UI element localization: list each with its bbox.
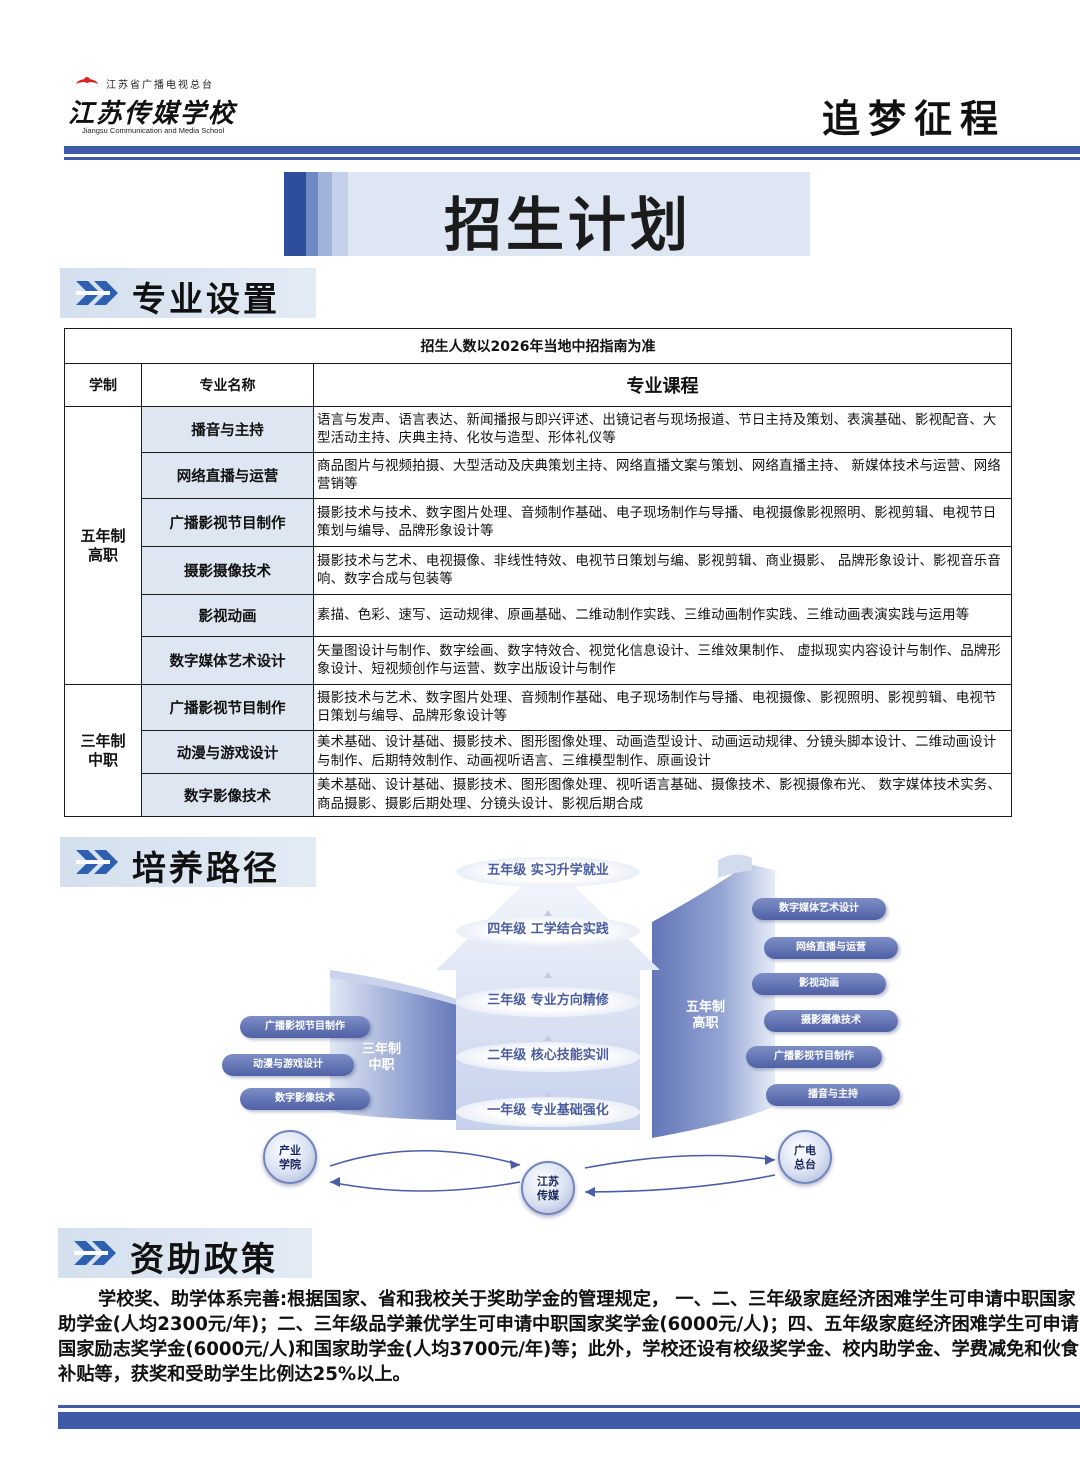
logo-school-name: 江苏传媒学校	[68, 99, 237, 129]
page-title: 招生计划	[444, 191, 693, 259]
cell-courses: 摄影技术与技术、数字图片处理、音频制作基础、电子现场制作与导播、电视摄像影视照明…	[313, 498, 1012, 547]
header-rule-thin	[64, 157, 1080, 160]
header-major: 专业名称	[141, 363, 314, 407]
pill-film-animation: 影视动画	[752, 973, 886, 995]
cell-major: 数字媒体艺术设计	[141, 636, 314, 685]
pill-animation-game: 动漫与游戏设计	[222, 1054, 354, 1076]
section-title-majors: 专业设置	[132, 280, 280, 320]
section-title-pathway: 培养路径	[132, 849, 280, 889]
aid-policy-text: 学校奖、助学体系完善:根据国家、省和我校关于奖助学金的管理规定， 一、二、三年级…	[58, 1287, 1080, 1387]
stage-grade-5: 五年级 实习升学就业	[456, 857, 640, 887]
pill-live-streaming: 网络直播与运营	[764, 937, 898, 959]
table-row: 网络直播与运营商品图片与视频拍摄、大型活动及庆典策划主持、网络直播文案与策划、网…	[65, 452, 1012, 499]
table-row: 动漫与游戏设计美术基础、设计基础、摄影技术、图形图像处理、动画造型设计、动画运动…	[65, 730, 1012, 774]
table-row: 广播影视节目制作摄影技术与技术、数字图片处理、音频制作基础、电子现场制作与导播、…	[65, 498, 1012, 547]
table-row: 摄影摄像技术摄影技术与艺术、电视摄像、非线性特效、电视节日策划与编、影视剪辑、商…	[65, 546, 1012, 595]
cell-major: 摄影摄像技术	[141, 546, 314, 595]
cell-major: 网络直播与运营	[141, 452, 314, 499]
cell-courses: 摄影技术与艺术、电视摄像、非线性特效、电视节日策划与编、影视剪辑、商业摄影、 品…	[313, 546, 1012, 595]
footer-rule-thick	[58, 1412, 1080, 1429]
section-header-aid: 资助政策	[58, 1228, 312, 1280]
header-courses: 专业课程	[313, 363, 1012, 407]
cell-major: 播音与主持	[141, 406, 314, 453]
pill-broadcast-production: 广播影视节目制作	[240, 1016, 370, 1038]
table-row: 三年制 中职广播影视节目制作摄影技术与艺术、数字图片处理、音频制作基础、电子现场…	[64, 684, 1012, 817]
table-row: 数字媒体艺术设计矢量图设计与制作、数字绘画、数字特效合、视觉化信息设计、三维效果…	[65, 636, 1012, 685]
double-arrow-icon	[74, 1241, 116, 1265]
node-jiangsu-media: 江苏 传媒	[521, 1161, 575, 1215]
section-header-majors: 专业设置	[60, 268, 316, 320]
table-body: 五年制 高职播音与主持语言与发声、语言表达、新闻播报与即兴评述、出镜记者与现场报…	[64, 406, 1012, 817]
cell-courses: 美术基础、设计基础、摄影技术、图形图像处理、视听语言基础、摄像技术、影视摄像布光…	[313, 773, 1012, 817]
header-rule-thick	[64, 146, 1080, 154]
section-title-aid: 资助政策	[130, 1240, 278, 1280]
pill-broadcast-production-5yr: 广播影视节目制作	[746, 1046, 882, 1068]
broadcast-logo-icon	[76, 76, 98, 91]
cell-courses: 商品图片与视频拍摄、大型活动及庆典策划主持、网络直播文案与策划、网络直播主持、 …	[313, 452, 1012, 499]
cell-level: 五年制 高职	[64, 406, 142, 685]
title-banner: 招生计划	[284, 172, 810, 259]
node-broadcast-group: 广电 总台	[778, 1130, 832, 1184]
stage-grade-1: 一年级 专业基础强化	[456, 1097, 640, 1127]
node-industry-college: 产业 学院	[263, 1130, 317, 1184]
pill-broadcasting-hosting: 播音与主持	[766, 1084, 900, 1106]
table-note: 招生人数以2026年当地中招指南为准	[64, 328, 1012, 364]
major-course-table: 招生人数以2026年当地中招指南为准 学制 专业名称 专业课程 五年制 高职播音…	[64, 328, 1012, 817]
stage-grade-2: 二年级 核心技能实训	[456, 1042, 640, 1072]
table-row: 影视动画素描、色彩、速写、运动规律、原画基础、二维动制作实践、三维动画制作实践、…	[65, 594, 1012, 637]
cell-courses: 摄影技术与艺术、数字图片处理、音频制作基础、电子现场制作与导播、电视摄像、影视照…	[313, 684, 1012, 731]
label-five-year: 五年制 高职	[686, 1000, 726, 1031]
stage-grade-4: 四年级 工学结合实践	[456, 916, 640, 946]
page-header: 江苏省广播电视总台 江苏传媒学校 Jiangsu Communication a…	[0, 0, 1080, 170]
cell-level: 三年制 中职	[64, 684, 142, 817]
school-logo: 江苏省广播电视总台 江苏传媒学校 Jiangsu Communication a…	[68, 76, 268, 136]
pill-photography: 摄影摄像技术	[764, 1010, 898, 1032]
aid-policy-body: 学校奖、助学体系完善:根据国家、省和我校关于奖助学金的管理规定， 一、二、三年级…	[58, 1289, 1079, 1385]
cell-courses: 语言与发声、语言表达、新闻播报与即兴评述、出镜记者与现场报道、节日主持及策划、表…	[313, 406, 1012, 453]
logo-english-name: Jiangsu Communication and Media School	[82, 126, 225, 135]
section-header-pathway: 培养路径	[60, 837, 316, 889]
cell-major: 广播影视节目制作	[141, 684, 314, 731]
cell-courses: 素描、色彩、速写、运动规律、原画基础、二维动制作实践、三维动画制作实践、三维动画…	[313, 594, 1012, 637]
double-arrow-icon	[76, 281, 118, 305]
table-row: 五年制 高职播音与主持语言与发声、语言表达、新闻播报与即兴评述、出镜记者与现场报…	[64, 406, 1012, 685]
cell-major: 影视动画	[141, 594, 314, 637]
cell-major: 动漫与游戏设计	[141, 730, 314, 774]
cell-courses: 矢量图设计与制作、数字绘画、数字特效合、视觉化信息设计、三维效果制作、 虚拟现实…	[313, 636, 1012, 685]
slogan: 追梦征程	[822, 96, 1007, 141]
header-level: 学制	[64, 363, 142, 407]
stage-grade-3: 三年级 专业方向精修	[456, 987, 640, 1017]
table-row: 数字影像技术美术基础、设计基础、摄影技术、图形图像处理、视听语言基础、摄像技术、…	[65, 773, 1012, 817]
training-pathway-diagram: 五年级 实习升学就业 四年级 工学结合实践 三年级 专业方向精修 二年级 核心技…	[0, 830, 1080, 1230]
cell-major: 数字影像技术	[141, 773, 314, 817]
cell-courses: 美术基础、设计基础、摄影技术、图形图像处理、动画造型设计、动画运动规律、分镜头脚…	[313, 730, 1012, 774]
label-three-year: 三年制 中职	[362, 1042, 402, 1073]
pill-digital-imaging: 数字影像技术	[240, 1088, 370, 1110]
double-arrow-icon	[76, 850, 118, 874]
footer-rule-thin	[58, 1405, 1080, 1408]
cell-major: 广播影视节目制作	[141, 498, 314, 547]
pill-digital-media-art: 数字媒体艺术设计	[752, 898, 886, 920]
logo-subtitle: 江苏省广播电视总台	[106, 80, 214, 91]
